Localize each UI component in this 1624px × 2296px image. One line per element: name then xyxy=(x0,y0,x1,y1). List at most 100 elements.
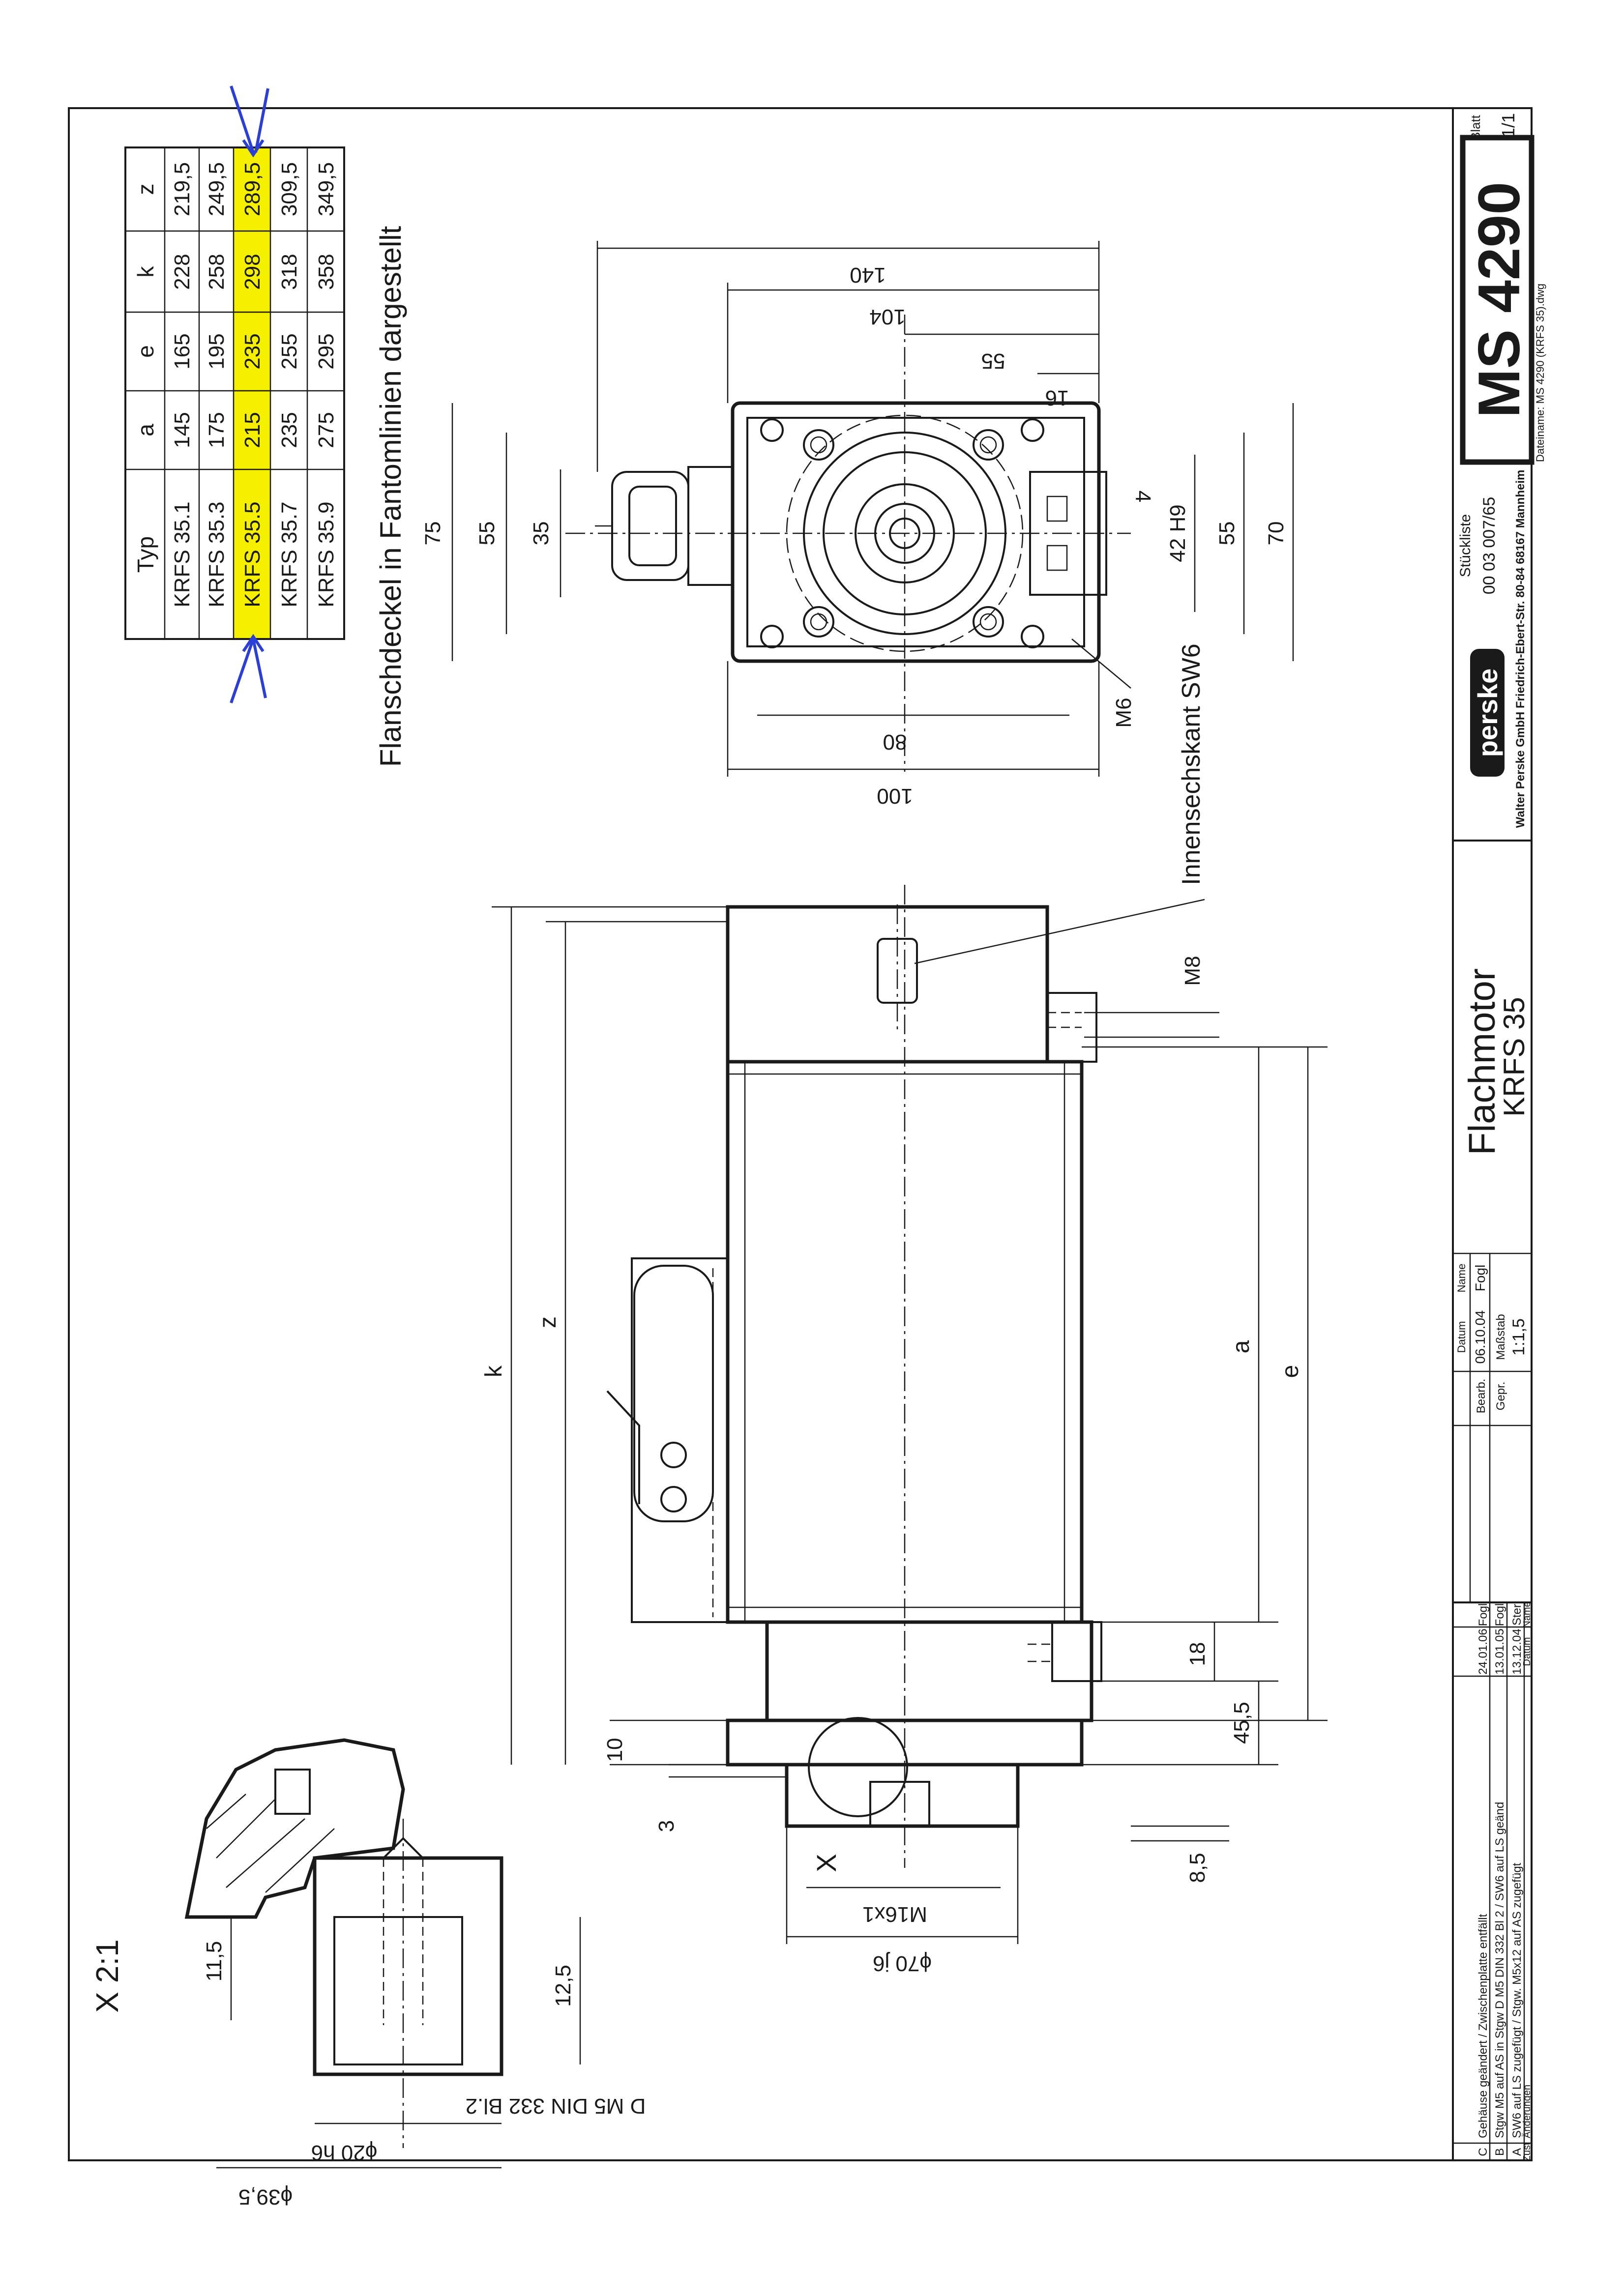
dim-m6: M6 xyxy=(1112,698,1136,727)
table-cell-highlighted: 298 xyxy=(240,254,265,290)
revision-b-text: Stgw M5 auf AS in Stgw D M5 DIN 332 Bl 2… xyxy=(1493,1802,1506,2138)
dim-55-right: 55 xyxy=(1215,522,1239,546)
bearb-name: Fogl xyxy=(1473,1265,1488,1291)
table-cell: 145 xyxy=(170,412,194,448)
dim-140: 140 xyxy=(850,263,886,287)
bearb-date: 06.10.04 xyxy=(1473,1310,1488,1364)
table-cell: 255 xyxy=(277,333,301,369)
parts-list-number: 00 03 007/65 xyxy=(1480,497,1499,595)
table-cell: 165 xyxy=(170,333,194,369)
dim-4: 4 xyxy=(1131,491,1155,502)
product-model: KRFS 35 xyxy=(1498,997,1531,1116)
table-header-z: z xyxy=(133,184,158,195)
table-cell-highlighted: KRFS 35.5 xyxy=(240,501,265,607)
table-border xyxy=(124,146,345,640)
gepr-label: Gepr. xyxy=(1494,1382,1507,1411)
table-header-typ: Typ xyxy=(133,536,158,573)
table-cell: 175 xyxy=(205,412,229,448)
revision-c-text: Gehäuse geändert / Zwischenplatte entfäl… xyxy=(1476,1914,1490,2138)
table-cell-highlighted: 235 xyxy=(240,333,265,369)
dim-16: 16 xyxy=(1045,386,1069,410)
table-cell: KRFS 35.9 xyxy=(314,501,338,607)
date-header: Datum xyxy=(1455,1321,1468,1353)
table-cell: 249,5 xyxy=(205,162,229,216)
drawing-number: MS 4290 xyxy=(1466,182,1532,418)
brand-logo xyxy=(1470,649,1505,777)
highlight-marker-arrows xyxy=(230,86,269,703)
dim-z: z xyxy=(535,1316,561,1328)
product-name: Flachmotor xyxy=(1461,968,1503,1155)
sheet-number: 1/1 xyxy=(1498,113,1518,138)
detail-circle xyxy=(808,1717,908,1817)
table-header-e: e xyxy=(133,345,158,358)
dim-11-5: 11,5 xyxy=(202,1941,226,1981)
detail-x-view: X 2:1 11,5 12,5 D M5 DIN 332 Bl.2 ϕ20 h6… xyxy=(89,1738,646,2209)
dim-phi70-j6: ϕ70 j6 xyxy=(873,1951,932,1976)
revision-c-name: Fogl xyxy=(1476,1603,1490,1627)
dim-phi20-h6: ϕ20 h6 xyxy=(311,2141,378,2165)
revision-footer-zust: Zust xyxy=(1522,2142,1533,2161)
dim-42h9: 42 H9 xyxy=(1166,504,1190,562)
detail-label: X 2:1 xyxy=(89,1939,125,2012)
table-cell: 358 xyxy=(314,254,338,290)
table-cell: 275 xyxy=(314,412,338,448)
dim-a: a xyxy=(1228,1340,1254,1353)
table-cell: KRFS 35.3 xyxy=(205,501,229,607)
table-cell: 349,5 xyxy=(314,162,338,216)
dim-55-top: 55 xyxy=(981,349,1005,373)
table-header-a: a xyxy=(133,424,158,436)
table-header-k: k xyxy=(133,266,158,278)
dim-45-5: 45,5 xyxy=(1230,1702,1254,1744)
table-cell: 295 xyxy=(314,333,338,369)
table-cell: KRFS 35.7 xyxy=(277,501,301,607)
brand-name: perske xyxy=(1472,668,1503,757)
sheet-label: Blatt xyxy=(1468,115,1483,141)
revision-a-date: 13.12.04 xyxy=(1510,1628,1524,1674)
dim-75: 75 xyxy=(421,522,445,546)
dim-80: 80 xyxy=(883,730,907,754)
side-view: X M8 k z a e 18 45,5 10 3 xyxy=(481,885,1328,1976)
name-header: Name xyxy=(1455,1264,1468,1293)
revision-footer-name: Name xyxy=(1522,1601,1533,1628)
hex-socket-note: Innensechskant SW6 xyxy=(1177,643,1206,885)
dim-m16x1: M16x1 xyxy=(862,1902,927,1926)
parts-list-label: Stückliste xyxy=(1457,514,1474,577)
scale-value: 1:1,5 xyxy=(1509,1318,1528,1356)
company-address: Walter Perske GmbH Friedrich-Ebert-Str. … xyxy=(1514,470,1527,828)
revision-a-text: SW6 auf LS zugefügt / Stgw. M5x12 auf AS… xyxy=(1510,1862,1524,2138)
dim-35: 35 xyxy=(529,522,553,546)
table-cell: 258 xyxy=(205,254,229,290)
revision-a-id: A xyxy=(1510,2148,1524,2156)
revision-c-id: C xyxy=(1476,2148,1490,2156)
table-cell: 195 xyxy=(205,333,229,369)
drawing-frame xyxy=(68,107,1533,2161)
table-cell: 235 xyxy=(277,412,301,448)
revision-a-name: Ster xyxy=(1510,1604,1524,1626)
detail-marker: X xyxy=(811,1854,842,1872)
table-highlight xyxy=(234,147,270,639)
front-view: 140 104 55 16 75 55 35 4 42 H9 55 70 M6 … xyxy=(421,241,1294,808)
table-cell: 309,5 xyxy=(277,162,301,216)
revision-footer-changes: Änderungen xyxy=(1522,2085,1533,2138)
title-block: MS 4290 Blatt 1/1 Dateiname: MS 4290 (KR… xyxy=(1452,108,1546,2161)
dim-100: 100 xyxy=(877,784,913,808)
dim-10: 10 xyxy=(603,1738,627,1762)
revision-footer-date: Datum xyxy=(1522,1637,1533,1666)
dim-55-left: 55 xyxy=(475,522,499,546)
revision-b-name: Fogl xyxy=(1493,1603,1506,1627)
table-cell: 318 xyxy=(277,254,301,290)
table-cell: 228 xyxy=(170,254,194,290)
scale-label: Maßstab xyxy=(1494,1314,1507,1360)
dim-m8: M8 xyxy=(1181,956,1205,986)
dim-e: e xyxy=(1277,1365,1303,1378)
table-cell: 219,5 xyxy=(170,162,194,216)
filename: Dateiname: MS 4290 (KRFS 35).dwg xyxy=(1534,284,1546,462)
revision-c-date: 24.01.06 xyxy=(1476,1628,1490,1674)
dim-8-5: 8,5 xyxy=(1185,1853,1210,1883)
dim-70: 70 xyxy=(1264,522,1288,546)
dim-phi39-5: ϕ39,5 xyxy=(238,2185,293,2209)
dim-18: 18 xyxy=(1185,1642,1210,1666)
dim-k: k xyxy=(481,1365,507,1377)
bearb-label: Bearb. xyxy=(1475,1379,1488,1414)
